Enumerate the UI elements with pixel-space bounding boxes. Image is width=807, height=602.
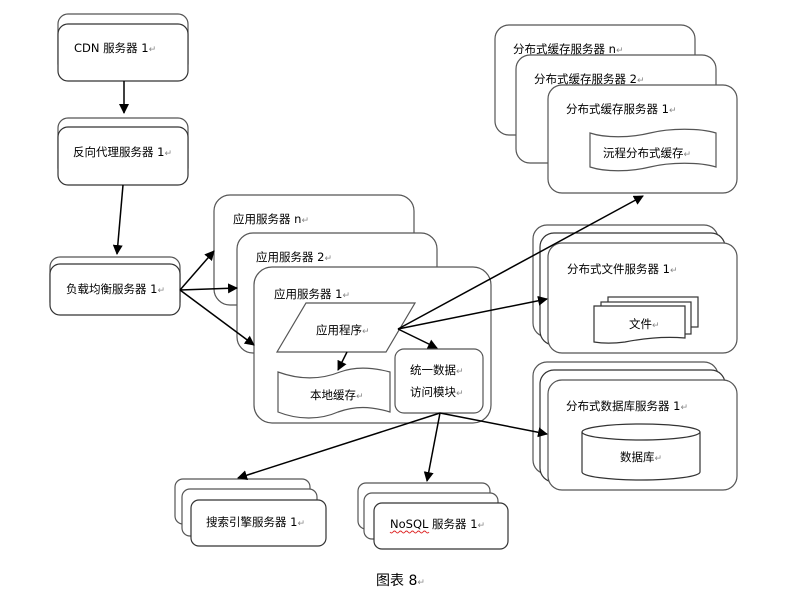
data-access-label-line2: 访问模块↵ — [410, 385, 464, 399]
database-cylinder-top — [581, 423, 701, 441]
edge-application-to-file-server — [397, 295, 548, 330]
nosql-server-stack: NoSQL 服务器 1↵ — [357, 482, 509, 550]
figure-caption: 图表 8↵ — [376, 573, 425, 589]
edge-application-to-local-cache — [337, 351, 348, 371]
nosql-server-1-label: NoSQL 服务器 1↵ — [390, 517, 485, 531]
edge-application-to-data-access — [397, 328, 438, 349]
edge-load-balancer-to-app-server-1 — [179, 289, 255, 346]
db-server-1-label: 分布式数据库服务器 1↵ — [566, 399, 688, 413]
edge-load-balancer-to-app-server-n — [179, 250, 215, 291]
spellcheck-underline — [389, 530, 430, 534]
file-label: 文件↵ — [629, 317, 660, 331]
database-node[interactable] — [581, 423, 701, 481]
edge-application-to-cache-server — [397, 195, 644, 330]
database-label: 数据库↵ — [620, 450, 662, 464]
edge-data-access-to-search-server — [237, 412, 441, 481]
reverse-proxy-stack: 反向代理服务器 1↵ — [57, 117, 189, 186]
edge-reverse-proxy-to-load-balancer — [112, 184, 124, 255]
load-balancer-label: 负载均衡服务器 1↵ — [66, 282, 165, 296]
data-access-label-line1: 统一数据↵ — [410, 363, 464, 377]
app-server-2-label: 应用服务器 2↵ — [256, 250, 332, 264]
reverse-proxy-label: 反向代理服务器 1↵ — [73, 145, 172, 159]
file-server-1-label: 分布式文件服务器 1↵ — [567, 262, 678, 276]
edges — [112, 81, 644, 482]
search-server-1-label: 搜索引擎服务器 1↵ — [206, 515, 305, 529]
local-cache-node[interactable] — [277, 367, 391, 419]
remote-cache-node[interactable] — [589, 128, 717, 172]
cache-server-2-label: 分布式缓存服务器 2↵ — [534, 72, 645, 86]
load-balancer-stack: 负载均衡服务器 1↵ — [49, 256, 181, 316]
data-access-node[interactable] — [394, 348, 484, 414]
app-server-n-label: 应用服务器 n↵ — [233, 212, 309, 226]
cdn-server-stack: CDN 服务器 1↵ — [57, 13, 189, 82]
cdn-server-node[interactable] — [57, 23, 189, 82]
cache-server-n-label: 分布式缓存服务器 n↵ — [513, 42, 624, 56]
search-server-stack: 搜索引擎服务器 1↵ — [174, 478, 327, 547]
app-server-1-label: 应用服务器 1↵ — [274, 287, 350, 301]
edge-data-access-to-db-server — [439, 412, 548, 438]
nosql-server-1-node[interactable] — [373, 502, 509, 550]
database-cylinder-body — [581, 432, 701, 481]
edge-data-access-to-nosql-server — [423, 412, 441, 482]
application-node[interactable] — [275, 302, 417, 353]
file-node[interactable] — [593, 305, 686, 344]
local-cache-label: 本地缓存↵ — [310, 388, 364, 402]
edge-load-balancer-to-app-server-2 — [179, 283, 238, 294]
search-server-1-node[interactable] — [190, 499, 327, 547]
file-server-stack: 分布式文件服务器 1↵ 文件↵ — [532, 224, 738, 354]
application-label: 应用程序↵ — [316, 323, 370, 337]
remote-cache-label: 沅程分布式缓存↵ — [603, 146, 691, 160]
cache-server-1-label: 分布式缓存服务器 1↵ — [566, 102, 677, 116]
cdn-server-label: CDN 服务器 1↵ — [74, 41, 156, 55]
db-server-stack: 分布式数据库服务器 1↵ 数据库↵ — [532, 361, 738, 491]
